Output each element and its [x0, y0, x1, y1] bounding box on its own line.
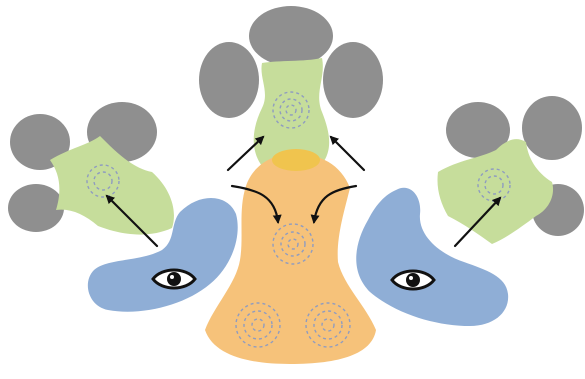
gray-lobe	[199, 42, 259, 118]
right-cluster	[437, 96, 584, 244]
arrow-to-top-right	[331, 137, 364, 170]
gray-lobe	[249, 6, 333, 66]
overlap-region	[272, 149, 320, 171]
top-cluster	[199, 6, 383, 174]
orange-region	[205, 154, 376, 364]
eye-icon	[153, 270, 195, 288]
green-region	[437, 139, 553, 244]
green-region	[50, 136, 174, 235]
gray-lobe	[522, 96, 582, 160]
gray-lobe	[8, 184, 64, 232]
gray-lobe	[323, 42, 383, 118]
eye-icon	[392, 271, 434, 289]
left-cluster	[8, 102, 174, 235]
